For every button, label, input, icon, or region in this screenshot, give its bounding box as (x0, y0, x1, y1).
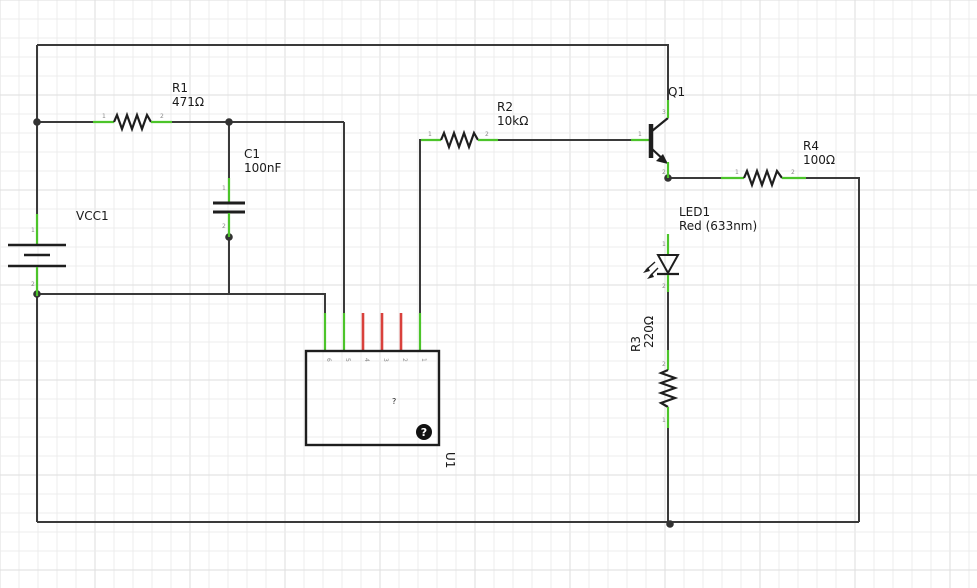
r3-pin-1-number: 1 (662, 417, 666, 424)
u1-ref-label: U1 (443, 452, 457, 468)
r1-value-label: 471Ω (172, 95, 204, 109)
r4-pin-1-number: 1 (735, 169, 739, 176)
vcc1-pin-1-number: 1 (31, 227, 35, 234)
u1-pin-label-5: 5 (344, 358, 351, 362)
r1-pin-2-number: 2 (160, 113, 164, 120)
vcc1-ref-label: VCC1 (76, 209, 109, 223)
resistor-r2[interactable]: 1 2 R2 10kΩ (421, 100, 528, 151)
q1-pin-1-number: 1 (638, 131, 642, 138)
u1-pin-label-1: 1 (420, 358, 427, 362)
r2-pin-1-number: 1 (428, 131, 432, 138)
r2-body (439, 129, 479, 151)
r2-value-label: 10kΩ (497, 114, 528, 128)
r4-pin-2-number: 2 (791, 169, 795, 176)
q1-emitter-arrow (656, 154, 668, 164)
resistor-r1[interactable]: 1 2 R1 471Ω (93, 81, 204, 133)
led1-value-label: Red (633nm) (679, 219, 757, 233)
r3-ref-label: R3 (629, 336, 643, 352)
c1-pin-2-number: 2 (222, 223, 226, 230)
ic-u1[interactable]: 6 5 4 3 2 1 ? ? U1 (304, 313, 457, 468)
wire-u1-pin1-r2[interactable] (419, 139, 421, 313)
c1-pin-1-number: 1 (222, 185, 226, 192)
junction-node (225, 118, 233, 126)
r1-body (112, 111, 152, 133)
wire-r4-right[interactable] (806, 177, 860, 522)
u1-pin-label-3: 3 (382, 358, 389, 362)
wires (36, 44, 860, 523)
led1-light-arrows-icon (643, 261, 659, 279)
r4-body (742, 167, 783, 189)
battery-vcc1[interactable]: 1 2 VCC1 (8, 209, 109, 296)
led1-pin-2-number: 2 (662, 283, 666, 290)
r1-ref-label: R1 (172, 81, 188, 95)
resistor-r4[interactable]: 1 2 R4 100Ω (721, 139, 835, 189)
transistor-q1[interactable]: 3 2 1 Q1 (631, 85, 685, 178)
junction-node (666, 520, 674, 528)
u1-pin-label-6: 6 (325, 358, 332, 362)
u1-pin-label-2: 2 (401, 358, 408, 362)
r1-pin-1-number: 1 (102, 113, 106, 120)
led1-pin-1-number: 1 (662, 241, 666, 248)
wire-gnd-u1-pin6[interactable] (37, 293, 326, 313)
r3-pin-2-number: 2 (662, 361, 666, 368)
question-mark-circle-icon: ? (416, 424, 432, 440)
led-led1[interactable]: 1 2 LED1 Red (633nm) (643, 205, 757, 292)
junction-node (33, 118, 41, 126)
wire-top-rail[interactable] (37, 44, 669, 100)
u1-unknown-mark: ? (392, 397, 396, 406)
svg-text:?: ? (421, 426, 427, 439)
vcc1-pin-2-number: 2 (31, 281, 35, 288)
r2-ref-label: R2 (497, 100, 513, 114)
c1-ref-label: C1 (244, 147, 260, 161)
c1-value-label: 100nF (244, 161, 282, 175)
u1-body (304, 349, 441, 447)
q1-pin-2-number: 2 (662, 169, 666, 176)
u1-pin-label-4: 4 (363, 358, 370, 362)
r4-ref-label: R4 (803, 139, 819, 153)
led1-triangle (656, 254, 680, 276)
r4-value-label: 100Ω (803, 153, 835, 167)
resistor-r3[interactable]: 2 1 R3 220Ω (629, 316, 679, 428)
r2-pin-2-number: 2 (485, 131, 489, 138)
q1-pin-3-number: 3 (662, 109, 666, 116)
r3-body (657, 368, 679, 408)
q1-collector-lead (651, 117, 669, 132)
r3-value-label: 220Ω (642, 316, 656, 348)
led1-ref-label: LED1 (679, 205, 710, 219)
capacitor-c1[interactable]: 1 2 C1 100nF (213, 147, 282, 237)
q1-ref-label: Q1 (668, 85, 685, 99)
